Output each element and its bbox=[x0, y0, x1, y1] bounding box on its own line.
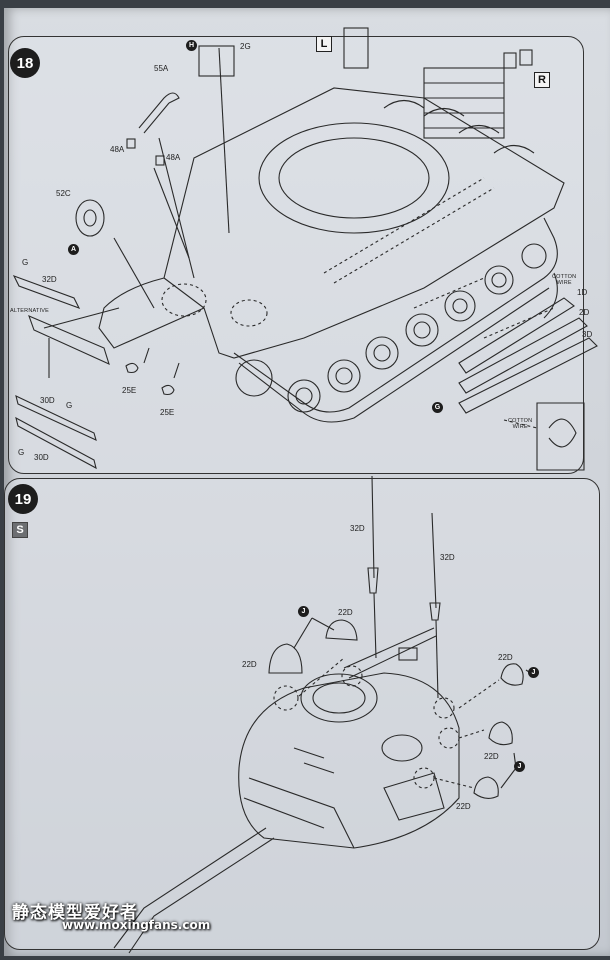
label-22d-left: 22D bbox=[242, 660, 257, 669]
watermark-url: www.moxingfans.com bbox=[62, 918, 211, 932]
part-j-right-top-badge: J bbox=[528, 667, 539, 678]
step-19-panel bbox=[4, 478, 600, 950]
gun-barrel bbox=[113, 827, 275, 954]
label-3d: 3D bbox=[582, 330, 593, 339]
box-r: R bbox=[534, 72, 550, 88]
label-cotton-wire-top: COTTON WIRE bbox=[552, 274, 577, 286]
step-19-drawing bbox=[113, 475, 533, 954]
instruction-sheet: 18 bbox=[4, 8, 610, 956]
part-a-badge: A bbox=[68, 244, 79, 255]
cap-22d-right-mid bbox=[488, 721, 513, 746]
box-s: S bbox=[12, 522, 28, 538]
label-30d-top: 30D bbox=[40, 396, 55, 405]
label-2g: 2G bbox=[240, 42, 251, 51]
label-22d-top: 22D bbox=[338, 608, 353, 617]
cap-22d-right-bottom bbox=[473, 776, 499, 799]
label-1d: 1D bbox=[577, 288, 588, 297]
label-48a-right: 48A bbox=[166, 153, 181, 162]
label-25e-left: 25E bbox=[122, 386, 137, 395]
turret-ring bbox=[258, 122, 450, 234]
part-j-right-bottom-badge: J bbox=[514, 761, 525, 772]
label-32d-antenna-right: 32D bbox=[440, 553, 455, 562]
label-22d-right-top: 22D bbox=[498, 653, 513, 662]
front-plate-alt bbox=[28, 315, 110, 366]
step-18-drawing bbox=[12, 27, 598, 471]
wrench-part bbox=[138, 92, 180, 134]
cap-22d-top bbox=[325, 619, 358, 641]
label-32d: 32D bbox=[42, 275, 57, 284]
label-30d-bottom: 30D bbox=[34, 453, 49, 462]
label-48a-left: 48A bbox=[110, 145, 125, 154]
watermark: 静态模型爱好者 www.moxingfans.com bbox=[8, 898, 598, 938]
turret-ring-inner bbox=[278, 137, 430, 219]
label-g-bottom: G bbox=[18, 448, 25, 457]
cupola bbox=[300, 673, 378, 723]
cap-22d-left bbox=[268, 643, 303, 674]
label-g-mid: G bbox=[66, 401, 73, 410]
step-18-panel bbox=[8, 36, 584, 474]
antenna-right bbox=[429, 512, 441, 621]
label-cotton-wire-bottom: COTTON WIRE bbox=[508, 418, 533, 430]
part-h-badge: H bbox=[186, 40, 197, 51]
label-22d-right-bottom: 22D bbox=[456, 802, 471, 811]
label-25e-right: 25E bbox=[160, 408, 175, 417]
part-g-right-badge: G bbox=[432, 402, 443, 413]
label-22d-right-mid: 22D bbox=[484, 752, 499, 761]
step-18-badge: 18 bbox=[10, 48, 40, 78]
step-19-badge: 19 bbox=[8, 484, 38, 514]
label-55a: 55A bbox=[154, 64, 169, 73]
cap-22d-right-top bbox=[500, 663, 524, 686]
hull-outline bbox=[163, 87, 565, 359]
turret-body bbox=[238, 672, 460, 849]
label-g-top: G bbox=[22, 258, 29, 267]
label-alternative: ALTERNATIVE bbox=[10, 308, 49, 314]
part-j-top-badge: J bbox=[298, 606, 309, 617]
watermark-site-name: 静态模型爱好者 bbox=[12, 903, 138, 923]
front-plate-32d bbox=[12, 275, 81, 309]
antenna-left bbox=[367, 475, 379, 594]
label-2d: 2D bbox=[579, 308, 590, 317]
box-l: L bbox=[316, 36, 332, 52]
label-52c: 52C bbox=[56, 189, 71, 198]
label-32d-antenna-left: 32D bbox=[350, 524, 365, 533]
